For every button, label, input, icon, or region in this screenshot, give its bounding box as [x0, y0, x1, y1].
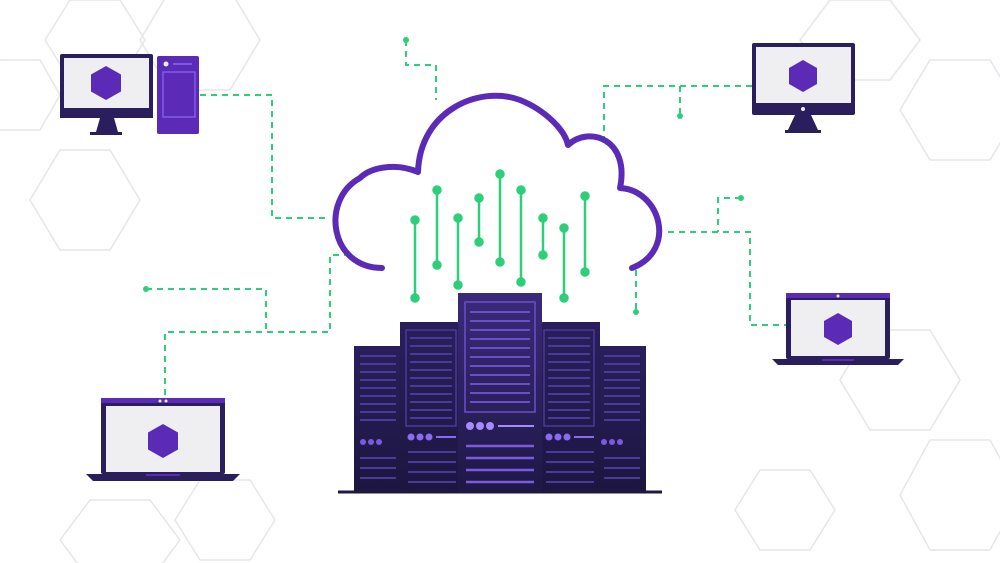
hexagon-logo-icon	[91, 66, 121, 100]
server-rack-inner-right	[538, 322, 600, 492]
desktop-tower	[157, 56, 199, 134]
connection-line-desktop-right	[603, 85, 752, 140]
laptop-left	[86, 398, 240, 481]
connection-line-laptop-left	[164, 254, 345, 395]
connection-line-mid-left	[146, 288, 267, 330]
cloud-icon	[332, 92, 663, 271]
desktop-top-right	[752, 43, 855, 133]
connection-line-top	[405, 40, 437, 100]
server-rack-outer-right	[598, 346, 646, 492]
hexagon-logo-icon	[148, 424, 178, 458]
server-rack-icon	[338, 293, 662, 494]
hexagon-logo-icon	[789, 60, 817, 92]
hexagon-logo-icon	[824, 313, 852, 345]
data-stream-lines	[410, 169, 590, 303]
server-rack-center	[458, 293, 542, 492]
server-rack-inner-left	[400, 322, 462, 492]
connection-dots	[143, 37, 744, 315]
laptop-icon	[772, 293, 904, 365]
server-rack-outer-left	[354, 346, 402, 492]
desktop-monitor-icon	[60, 54, 153, 135]
connection-lines	[146, 40, 786, 395]
connection-line-laptop-right	[668, 231, 786, 326]
connection-line-desktop-left	[200, 94, 330, 219]
